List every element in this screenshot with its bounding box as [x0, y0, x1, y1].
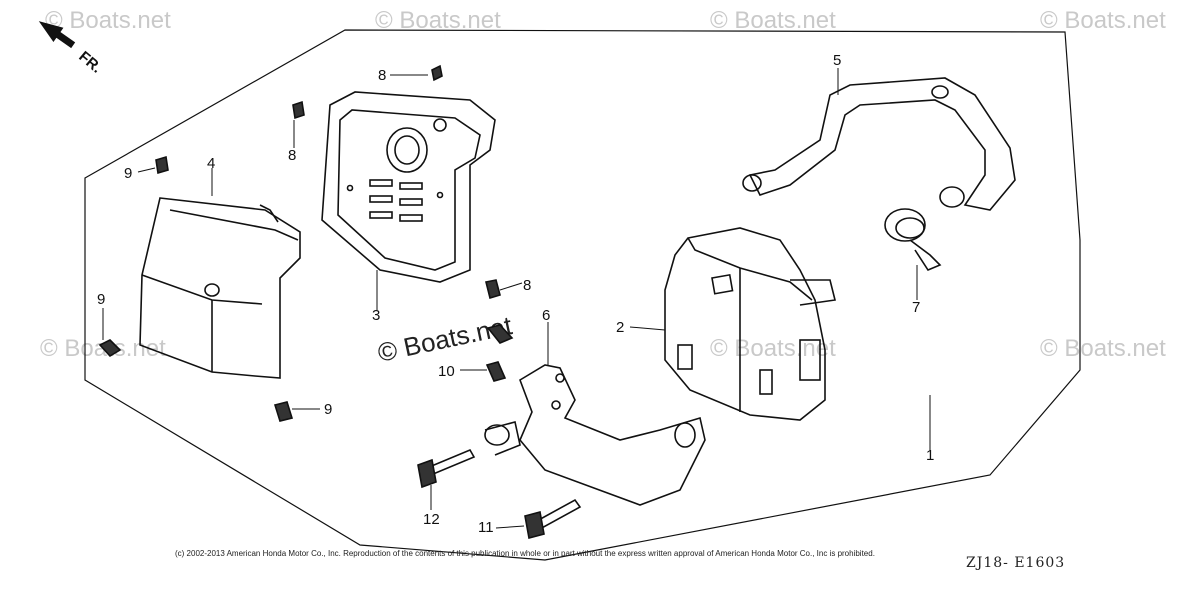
bolt-icon	[292, 100, 305, 120]
bolt-icon	[485, 279, 501, 300]
diagram-code: ZJ18- E1603	[966, 555, 1066, 571]
bolt-icon	[486, 324, 514, 344]
bolt-icon	[273, 401, 294, 422]
exhaust-pipe-part	[742, 77, 1016, 211]
callout-11: 11	[478, 519, 494, 536]
long-bolt-icon	[417, 448, 476, 489]
callout-7: 7	[912, 299, 920, 316]
callout-5: 5	[833, 52, 841, 69]
pipe-clamp-part	[884, 208, 942, 271]
muffler-protector-part	[139, 197, 301, 379]
callout-2: 2	[616, 319, 624, 336]
watermark: © Boats.net	[45, 7, 171, 34]
bolt-icon	[431, 64, 443, 82]
bolt-icon	[485, 361, 507, 382]
callout-10: 10	[438, 363, 455, 380]
callout-6: 6	[542, 307, 550, 324]
copyright-notice: (c) 2002-2013 American Honda Motor Co., …	[175, 549, 875, 558]
callout-12: 12	[423, 511, 440, 528]
callout-8: 8	[288, 147, 296, 164]
watermark: © Boats.net	[375, 7, 501, 34]
watermark: © Boats.net	[1040, 7, 1166, 34]
callout-8: 8	[378, 67, 386, 84]
direction-label: FR.	[75, 48, 104, 77]
watermark: © Boats.net	[710, 335, 836, 362]
front-direction-arrow-icon	[38, 21, 76, 49]
muffler-body-part	[664, 227, 836, 421]
long-bolt-icon	[524, 498, 582, 539]
callout-3: 3	[372, 307, 380, 324]
callout-9: 9	[97, 291, 105, 308]
bolt-icon	[155, 155, 169, 175]
callout-9: 9	[324, 401, 332, 418]
muffler-bracket-part	[484, 364, 706, 506]
assembly-outline	[84, 29, 1081, 561]
muffler-plate-part	[321, 91, 496, 283]
callout-1: 1	[926, 447, 934, 464]
center-watermark: © Boats.net	[375, 310, 515, 368]
leader-lines	[102, 68, 931, 529]
callout-4: 4	[207, 155, 215, 172]
watermark: © Boats.net	[710, 7, 836, 34]
bolt-icon	[98, 339, 122, 358]
watermark: © Boats.net	[1040, 335, 1166, 362]
callout-9: 9	[124, 165, 132, 182]
callout-8: 8	[523, 277, 531, 294]
